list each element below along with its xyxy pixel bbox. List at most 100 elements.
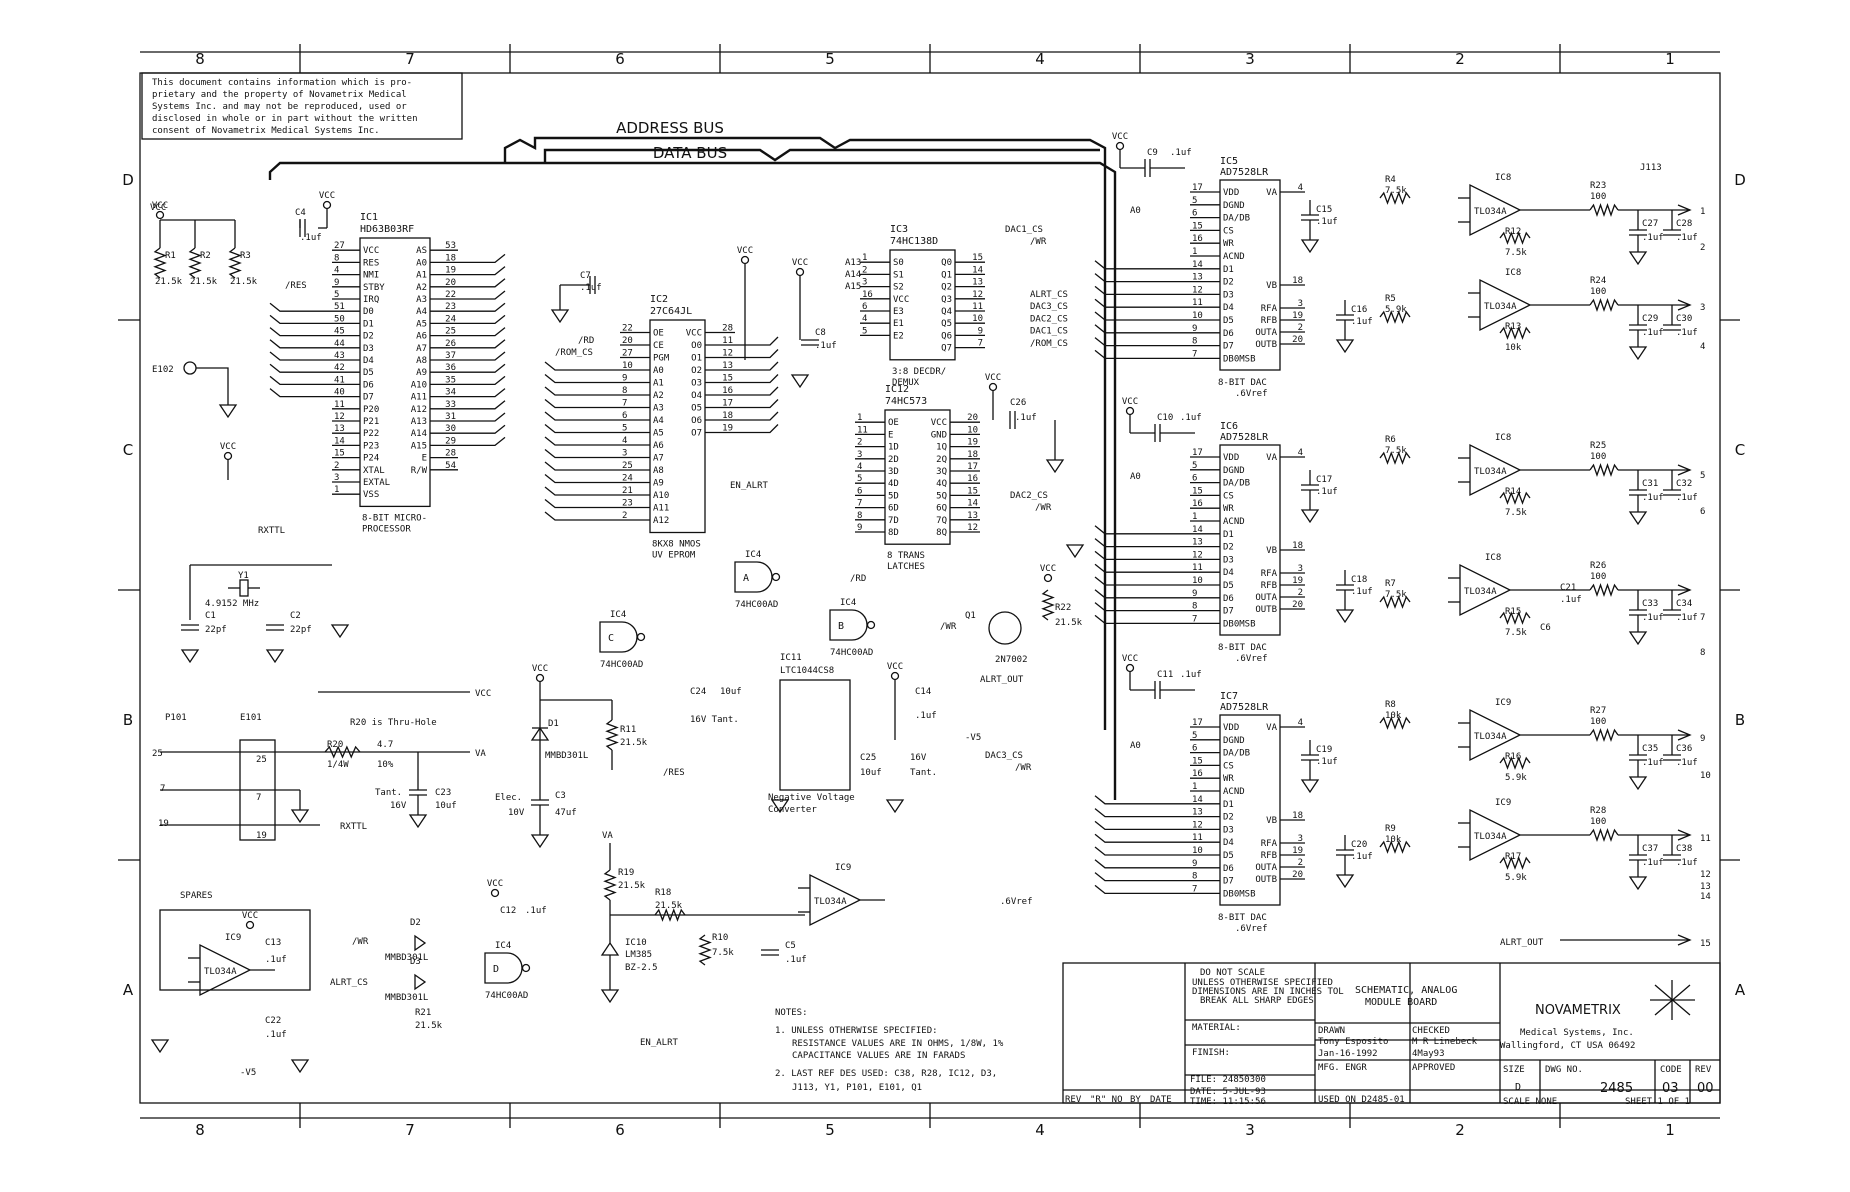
opamp-part: TLO34A bbox=[1474, 467, 1507, 477]
q1-ref: Q1 bbox=[965, 611, 976, 621]
pin-name: E3 bbox=[893, 307, 904, 317]
pin-number: 19 bbox=[1292, 846, 1303, 856]
zener-ic10 bbox=[600, 941, 620, 956]
pin-name: D5 bbox=[363, 368, 374, 378]
bus-entry bbox=[1094, 285, 1190, 296]
alrt-cs-label: ALRT_CS bbox=[330, 978, 368, 988]
dac2-part: AD7528LR bbox=[1220, 432, 1269, 443]
pin-number: 7 bbox=[1192, 349, 1197, 359]
bus-entry bbox=[735, 336, 779, 346]
resistor-value: 21.5k bbox=[155, 277, 183, 287]
vcc-label: VCC bbox=[737, 246, 753, 256]
p101-label: P101 bbox=[165, 713, 187, 723]
pin-name: 2Q bbox=[936, 455, 947, 465]
ground-symbol bbox=[1335, 339, 1355, 354]
pin-number: 5 bbox=[1192, 196, 1197, 206]
pin-number: 9 bbox=[622, 374, 627, 384]
ground-symbol bbox=[290, 1059, 310, 1074]
input-resistor bbox=[1379, 191, 1411, 205]
r20-resistor bbox=[324, 745, 361, 759]
pin-number: 45 bbox=[334, 327, 345, 337]
cap-ref: C16 bbox=[1351, 305, 1367, 315]
pin-number: 34 bbox=[445, 388, 456, 398]
pin-name: A2 bbox=[416, 283, 427, 293]
diode-ref: D3 bbox=[410, 957, 421, 967]
pin-name: VA bbox=[1266, 453, 1277, 463]
size-value: D bbox=[1515, 1082, 1521, 1093]
pin-name: RFA bbox=[1261, 839, 1278, 849]
diode-part: MMBD301L bbox=[385, 993, 428, 1003]
pin-number: 4 bbox=[1298, 718, 1303, 728]
pin-name: 2D bbox=[888, 455, 899, 465]
cap-ref: C26 bbox=[1010, 398, 1026, 408]
pin-number: 4 bbox=[862, 314, 867, 324]
feedback-resistor bbox=[1499, 326, 1531, 340]
ground-symbol bbox=[1628, 511, 1648, 526]
input-resistor bbox=[1379, 716, 1411, 730]
resistor-ref: R25 bbox=[1590, 441, 1606, 451]
opamp-part: TLO34A bbox=[1474, 832, 1507, 842]
pin-name: Q7 bbox=[941, 344, 952, 354]
vcc-terminal bbox=[1125, 663, 1135, 673]
pin-name: 3Q bbox=[936, 467, 947, 477]
bus-entry bbox=[269, 363, 332, 373]
opamp-ref: IC8 bbox=[1505, 268, 1521, 278]
used-on: USED ON D2485-01 bbox=[1318, 1095, 1405, 1105]
resistor-ref: R27 bbox=[1590, 706, 1606, 716]
pin-name: O4 bbox=[691, 391, 702, 401]
cap-ref: C34 bbox=[1676, 599, 1692, 609]
diode-part: MMBD301L bbox=[545, 751, 588, 761]
pin-number: 12 bbox=[722, 349, 733, 359]
pin-name: CS bbox=[1223, 761, 1234, 771]
pin-number: 15 bbox=[972, 253, 983, 263]
pin-name: CE bbox=[653, 341, 664, 351]
pin-number: 17 bbox=[722, 399, 733, 409]
cap-ref: C35 bbox=[1642, 744, 1658, 754]
cap-value: .1uf bbox=[580, 283, 602, 293]
pullup-resistor bbox=[153, 247, 167, 279]
cap-value: .1uf bbox=[915, 711, 937, 721]
pullup-resistor bbox=[188, 247, 202, 279]
pin-name: RFA bbox=[1261, 304, 1278, 314]
ground-symbol bbox=[265, 649, 285, 664]
pin-number: 13 bbox=[967, 511, 978, 521]
ic12-desc: LATCHES bbox=[887, 562, 925, 572]
pin-number: 2 bbox=[1298, 858, 1303, 868]
ic2-ref: IC2 bbox=[650, 294, 668, 305]
bus-entry bbox=[544, 461, 620, 471]
pin-number: 3 bbox=[1298, 564, 1303, 574]
code-value: 03 bbox=[1662, 1081, 1679, 1096]
r20-note: R20 is Thru-Hole bbox=[350, 718, 437, 728]
vcc-terminal bbox=[535, 673, 545, 683]
input-resistor bbox=[1379, 595, 1411, 609]
bus-entry bbox=[458, 412, 506, 422]
cap-ref: C1 bbox=[205, 611, 216, 621]
alrt-out-label: ALRT_OUT bbox=[980, 675, 1024, 685]
a0-label: A0 bbox=[1130, 741, 1141, 751]
pin-name: P24 bbox=[363, 454, 379, 464]
cap-value: .1uf bbox=[1642, 858, 1664, 868]
pin-25: 25 bbox=[152, 749, 163, 759]
pin-name: A14 bbox=[411, 429, 427, 439]
row-label: C bbox=[123, 441, 133, 459]
pin-name: O2 bbox=[691, 366, 702, 376]
pin-number: 33 bbox=[445, 400, 456, 410]
e102-label: E102 bbox=[152, 365, 174, 375]
pin-number: 20 bbox=[445, 278, 456, 288]
pin-name: A4 bbox=[653, 416, 664, 426]
dac3-cs-label: DAC3_CS bbox=[985, 751, 1023, 761]
cap-value: .1uf bbox=[1676, 493, 1698, 503]
rxttl-label: RXTTL bbox=[258, 526, 285, 536]
pin-name: D7 bbox=[363, 393, 374, 403]
bus-entry bbox=[458, 400, 506, 410]
resistor-ref: R28 bbox=[1590, 806, 1606, 816]
pin-number: 12 bbox=[334, 412, 345, 422]
vcc-label: VCC bbox=[152, 201, 168, 211]
resistor-ref: R11 bbox=[620, 725, 636, 735]
resistor-value: 7.5k bbox=[1385, 446, 1407, 456]
cap-value: .1uf bbox=[1351, 317, 1373, 327]
pin-number: 9 bbox=[334, 278, 339, 288]
pin-number: 51 bbox=[334, 302, 345, 312]
pin-number: 20 bbox=[967, 413, 978, 423]
column-label: 7 bbox=[405, 50, 415, 68]
